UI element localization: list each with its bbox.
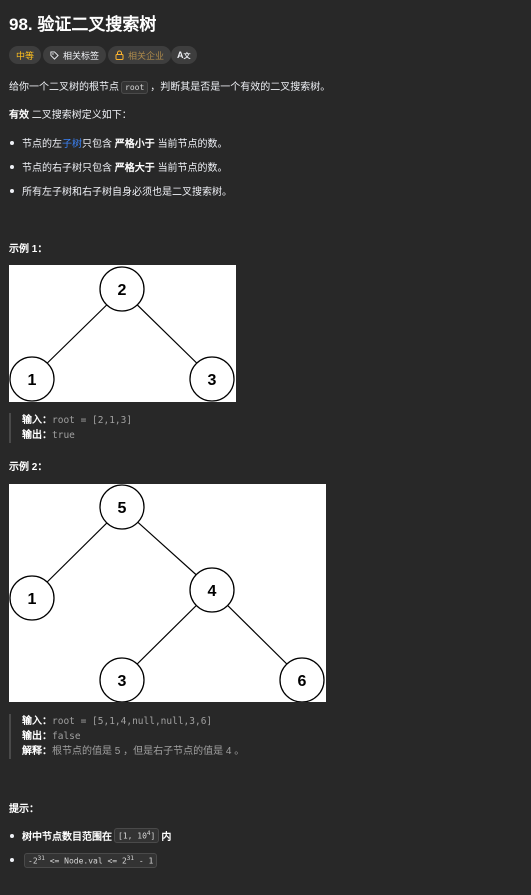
topics-tag-label: 相关标签 <box>63 50 100 61</box>
svg-text:1: 1 <box>28 591 37 608</box>
list-item: 树中节点数目范围在 [1, 104] 内 <box>9 828 171 843</box>
tree-node: 2 <box>99 266 145 312</box>
bullet-icon <box>10 140 14 145</box>
difficulty-label: 中等 <box>16 50 35 61</box>
subtree-link[interactable]: 子树 <box>62 139 82 150</box>
example-1-tree-image: 2 1 3 <box>9 265 236 402</box>
list-item: 所有左子树和右子树自身必须也是二叉搜索树。 <box>9 183 232 198</box>
lock-icon <box>115 50 124 60</box>
svg-text:4: 4 <box>208 583 217 600</box>
bullet-icon <box>10 188 14 193</box>
companies-tag-label: 相关企业 <box>128 50 165 61</box>
tag-icon <box>50 50 59 60</box>
example-2-tree-image: 5 1 4 3 6 <box>9 484 326 703</box>
svg-text:1: 1 <box>28 372 37 389</box>
tree-node: 1 <box>9 356 55 402</box>
tree-node: 1 <box>9 575 55 621</box>
svg-text:3: 3 <box>118 673 127 690</box>
svg-text:3: 3 <box>208 372 217 389</box>
list-item: 节点的左子树只包含 严格小于 当前节点的数。 <box>9 135 228 150</box>
topics-tag-button[interactable]: 相关标签 <box>43 46 107 64</box>
value-range-code: -231 <= Node.val <= 231 - 1 <box>24 853 158 868</box>
bullet-icon <box>10 858 14 863</box>
svg-text:5: 5 <box>118 500 127 517</box>
tree-node: 4 <box>189 567 235 613</box>
constraints-title: 提示： <box>9 804 39 815</box>
example-1-io-block: 输入：root = [2,1,3] 输出：true <box>9 413 132 443</box>
problem-title: 98. 验证二叉搜索树 <box>9 15 157 34</box>
tree-node: 5 <box>99 484 145 530</box>
translate-button[interactable]: A文 <box>171 46 197 64</box>
svg-text:6: 6 <box>298 673 307 690</box>
translate-icon: A文 <box>177 49 191 60</box>
bullet-icon <box>10 164 14 169</box>
difficulty-badge: 中等 <box>9 46 42 64</box>
tree-node: 6 <box>279 657 325 703</box>
range-code: [1, 104] <box>114 828 160 843</box>
tree-node: 3 <box>99 657 145 703</box>
example-2-io-block: 输入：root = [5,1,4,null,null,3,6] 输出：false… <box>9 714 244 759</box>
list-item: 节点的右子树只包含 严格大于 当前节点的数。 <box>9 159 228 174</box>
tree-node: 3 <box>189 356 235 402</box>
example-2-title: 示例 2： <box>9 462 48 473</box>
list-item: -231 <= Node.val <= 231 - 1 <box>9 853 159 868</box>
companies-tag-button[interactable]: 相关企业 <box>108 46 172 64</box>
bullet-icon <box>10 833 14 838</box>
root-code: root <box>121 81 149 94</box>
definition-line: 有效 二叉搜索树定义如下： <box>9 110 132 121</box>
example-1-title: 示例 1： <box>9 244 48 255</box>
svg-text:2: 2 <box>118 282 127 299</box>
